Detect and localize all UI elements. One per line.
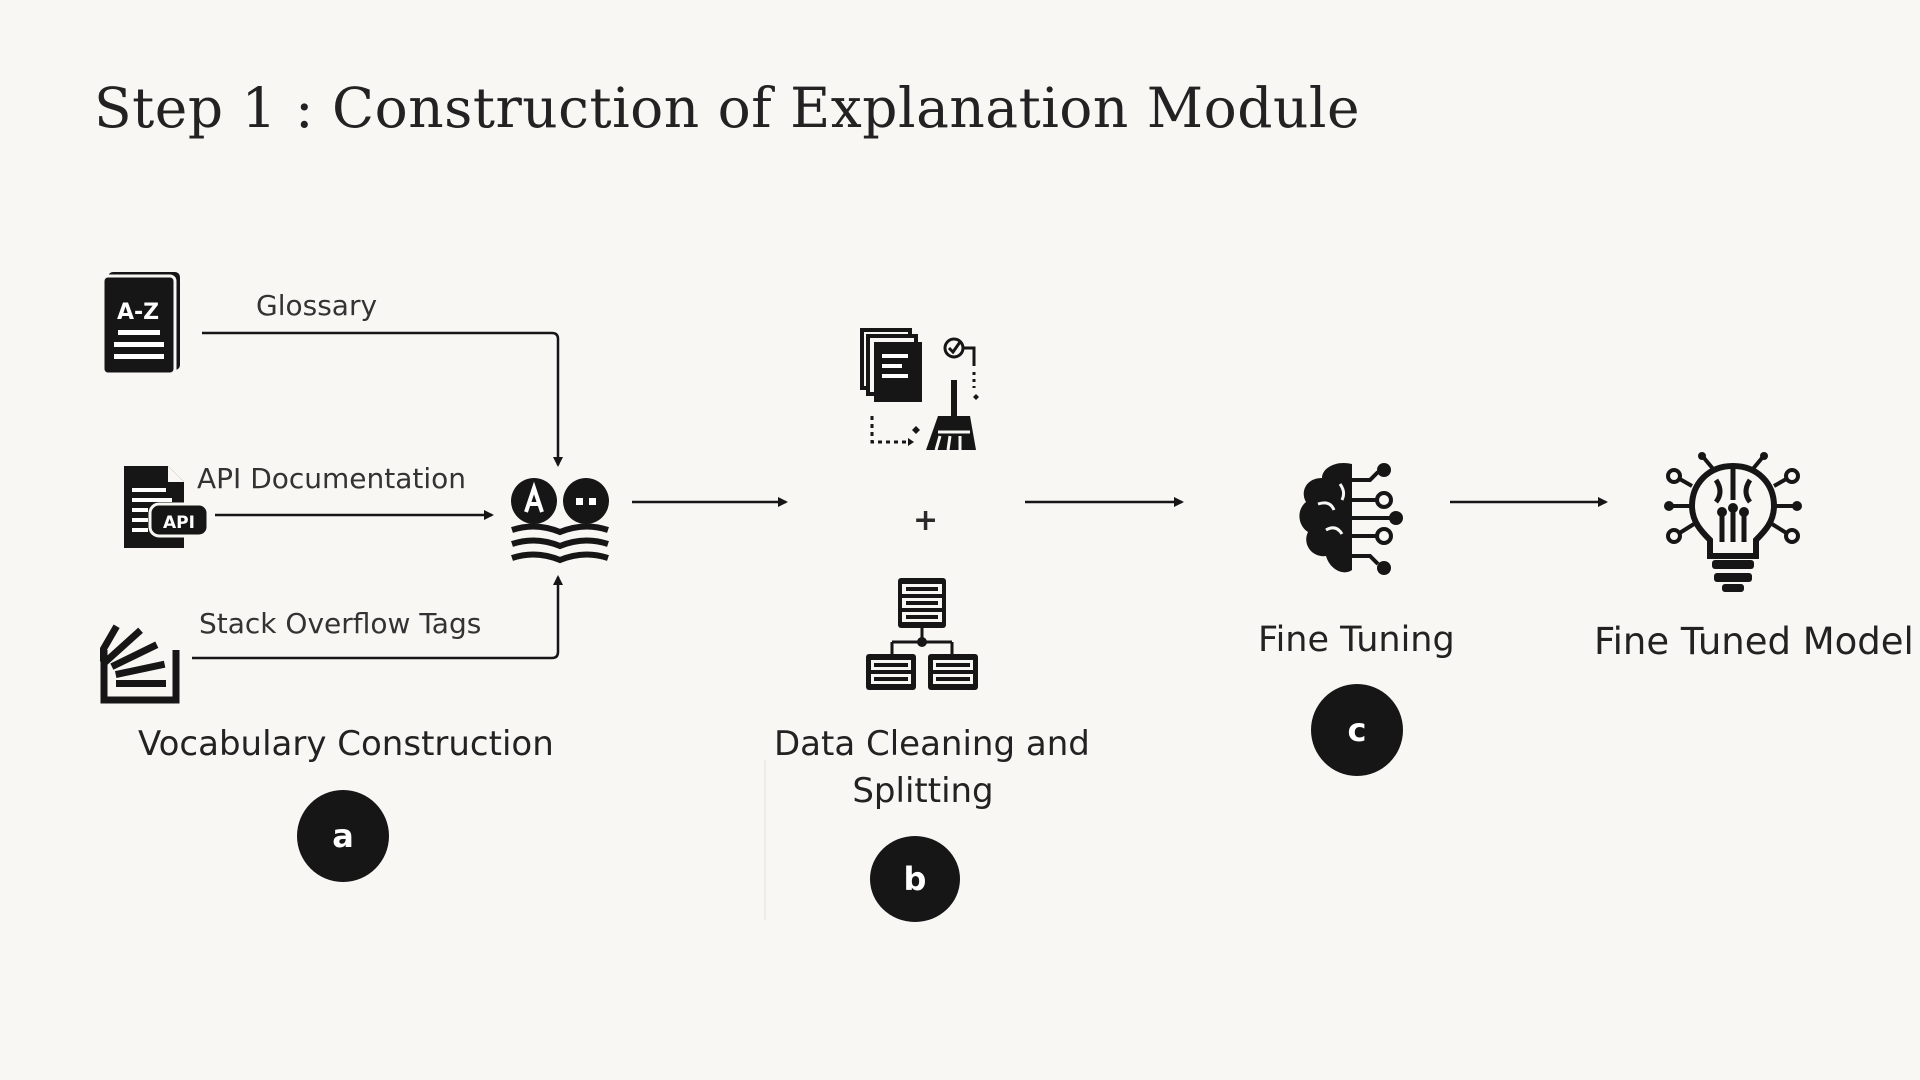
- fine-tuning-label: Fine Tuning: [1258, 620, 1455, 660]
- data-hierarchy-icon: [866, 578, 978, 690]
- api-documentation-label: API Documentation: [197, 462, 467, 495]
- stack-overflow-arrow: [192, 575, 563, 660]
- api-document-icon: API: [124, 466, 210, 548]
- data-cleaning-label-line2: Splitting: [852, 771, 994, 811]
- page-title: Step 1 : Construction of Explanation Mod…: [94, 76, 1361, 140]
- documents-cleaning-icon: [860, 328, 979, 451]
- glossary-icon-text: A-Z: [117, 300, 159, 325]
- brain-circuit-icon: [1299, 462, 1403, 575]
- api-icon-text: API: [163, 513, 195, 533]
- glossary-label: Glossary: [256, 289, 378, 322]
- stack-overflow-tags-label: Stack Overflow Tags: [199, 607, 482, 640]
- badge-b: b: [870, 836, 960, 922]
- a-z-glossary-book-icon: A-Z: [101, 272, 180, 374]
- badge-c: c: [1311, 684, 1403, 776]
- badge-a: a: [297, 790, 389, 882]
- fine-tuned-model-label: Fine Tuned Model: [1594, 620, 1914, 663]
- glossary-arrow: [202, 331, 563, 467]
- lightbulb-brain-icon: [1664, 452, 1802, 592]
- vocabulary-construction-label: Vocabulary Construction: [138, 724, 554, 764]
- stack-overflow-icon: [100, 624, 180, 704]
- dictionary-book-icon: [511, 478, 609, 564]
- plus-sign: +: [913, 503, 939, 538]
- data-cleaning-label-line1: Data Cleaning and: [774, 724, 1090, 764]
